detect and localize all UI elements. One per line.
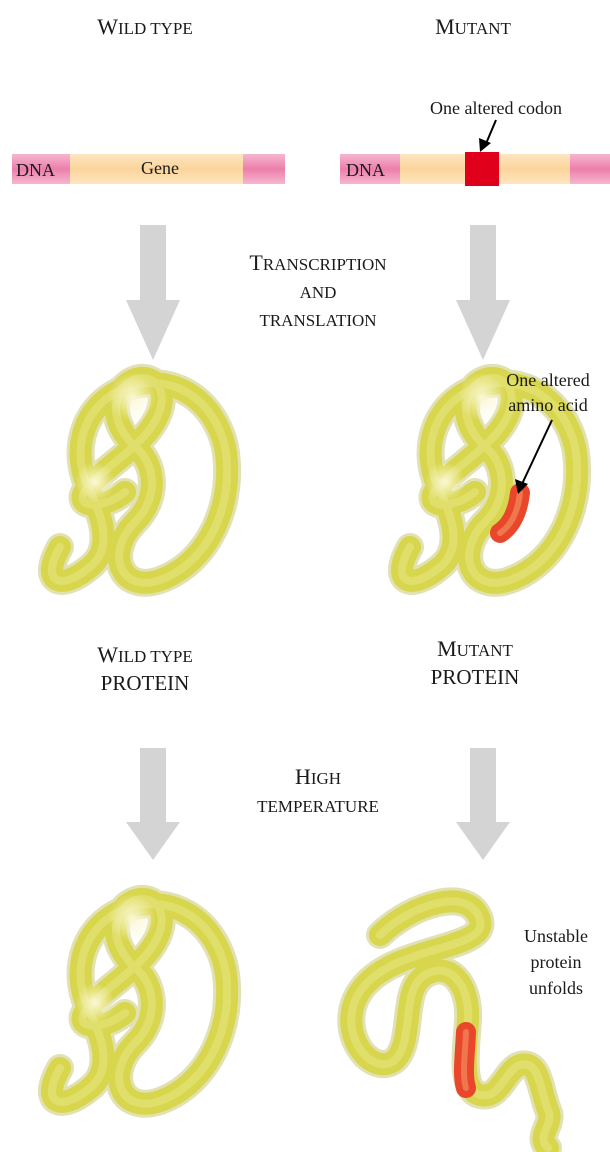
step2-line2: TEMPERATURE [257, 797, 379, 816]
codon-callout-arrow [479, 120, 496, 152]
down-arrow-right-2 [456, 748, 510, 860]
step1-line3: TRANSLATION [259, 311, 376, 330]
altered-codon [465, 152, 499, 186]
step1-line2: AND [300, 283, 337, 302]
wild-type-header: WILD TYPE [97, 14, 193, 39]
amino-callout-line2: amino acid [508, 395, 587, 415]
dna-label-right: DNA [346, 160, 385, 180]
unfolded-mutant-protein [351, 901, 549, 1148]
down-arrow-left-1 [126, 225, 180, 360]
wild-type-protein-label-2: PROTEIN [101, 671, 190, 695]
step1-line1: TRANSCRIPTION [249, 250, 386, 275]
amino-callout-arrow [515, 420, 552, 494]
mutant-header: MUTANT [435, 14, 511, 39]
step2-line1: HIGH [295, 764, 341, 789]
unfold-callout-line2: protein [531, 952, 582, 972]
wild-type-protein-heated [52, 894, 227, 1104]
dna-label-left: DNA [16, 160, 55, 180]
mutant-protein-label-2: PROTEIN [431, 665, 520, 689]
unfold-callout-line1: Unstable [524, 926, 588, 946]
mutant-dna-bar: DNA [340, 152, 610, 186]
unfold-callout-line3: unfolds [529, 978, 583, 998]
amino-callout-line1: One altered [506, 370, 589, 390]
down-arrow-right-1 [456, 225, 510, 360]
wild-type-dna-bar: DNA Gene [12, 154, 285, 184]
mutant-protein-label-1: MUTANT [437, 636, 513, 661]
wild-type-protein [52, 373, 227, 583]
down-arrow-left-2 [126, 748, 180, 860]
gene-label: Gene [141, 158, 179, 178]
codon-callout: One altered codon [430, 98, 562, 118]
wild-type-protein-label-1: WILD TYPE [97, 642, 193, 667]
